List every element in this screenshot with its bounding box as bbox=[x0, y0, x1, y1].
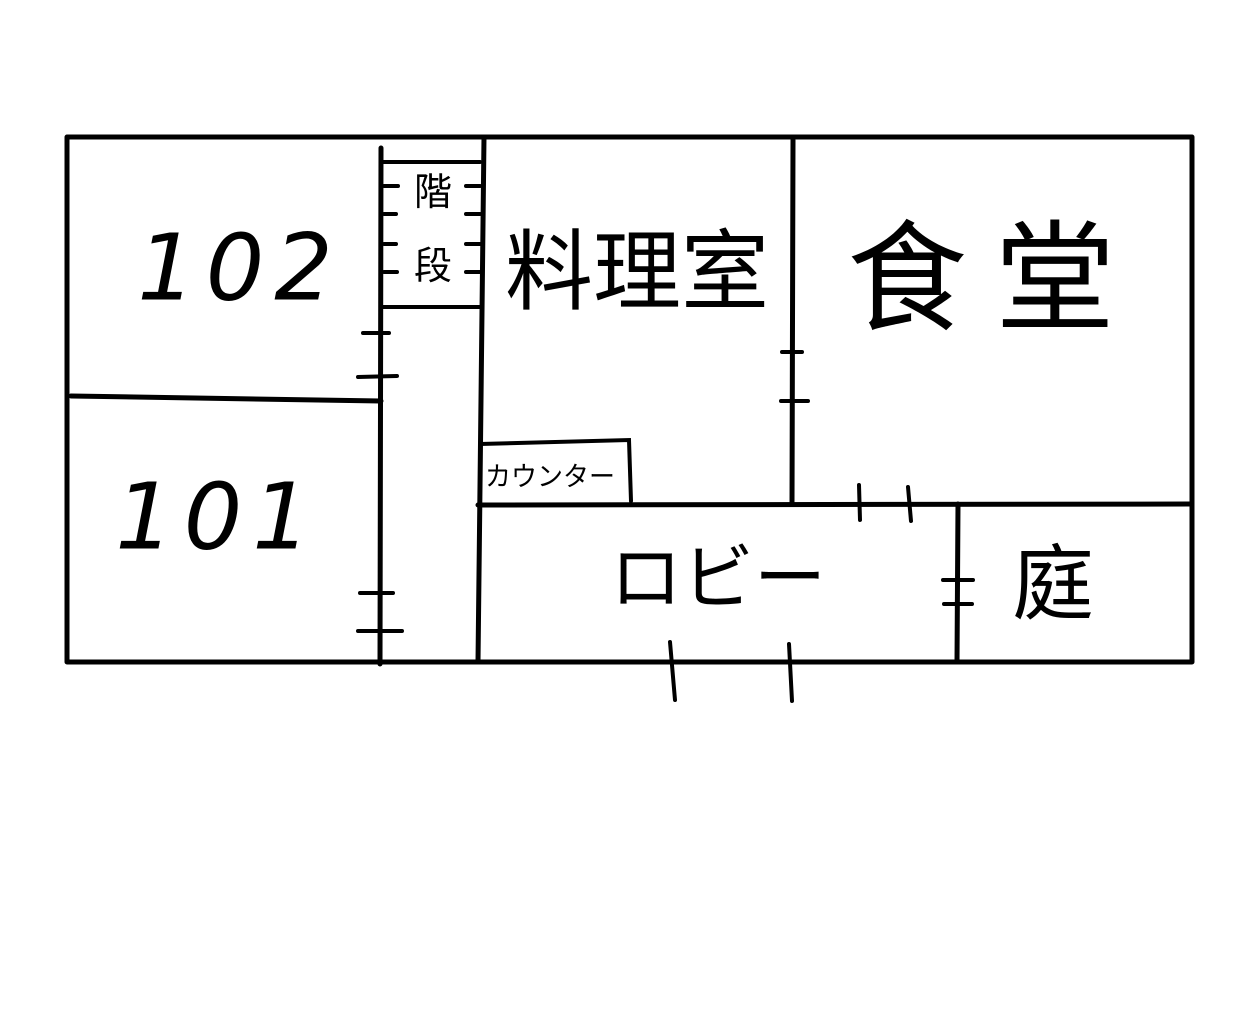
kitchen-label: 料理室 bbox=[505, 221, 769, 324]
door-dining-lobby bbox=[857, 483, 913, 523]
door-entrance bbox=[668, 640, 794, 703]
garden-label: 庭 bbox=[1012, 538, 1094, 633]
door-kitchen-dining bbox=[779, 350, 810, 403]
room-102-label: 102 bbox=[137, 215, 343, 322]
dining-label: 食堂 bbox=[847, 211, 1143, 350]
counter-label: カウンター bbox=[485, 462, 615, 493]
stairs-label-top: 階 bbox=[414, 170, 452, 214]
building-outline bbox=[64, 134, 1195, 665]
room-labels: 102 101 料理室 食堂 ロビー 庭 bbox=[115, 211, 1143, 633]
room-101-label: 101 bbox=[115, 464, 321, 571]
lobby-label: ロビー bbox=[610, 536, 826, 620]
counter: カウンター bbox=[478, 437, 633, 503]
stairs-area: 階 段 bbox=[379, 160, 482, 309]
interior-walls bbox=[68, 134, 1193, 667]
door-marks bbox=[356, 331, 975, 703]
door-102 bbox=[356, 331, 399, 379]
door-101 bbox=[356, 591, 404, 633]
stairs-label-bottom: 段 bbox=[414, 244, 452, 288]
door-lobby-garden bbox=[941, 578, 975, 606]
